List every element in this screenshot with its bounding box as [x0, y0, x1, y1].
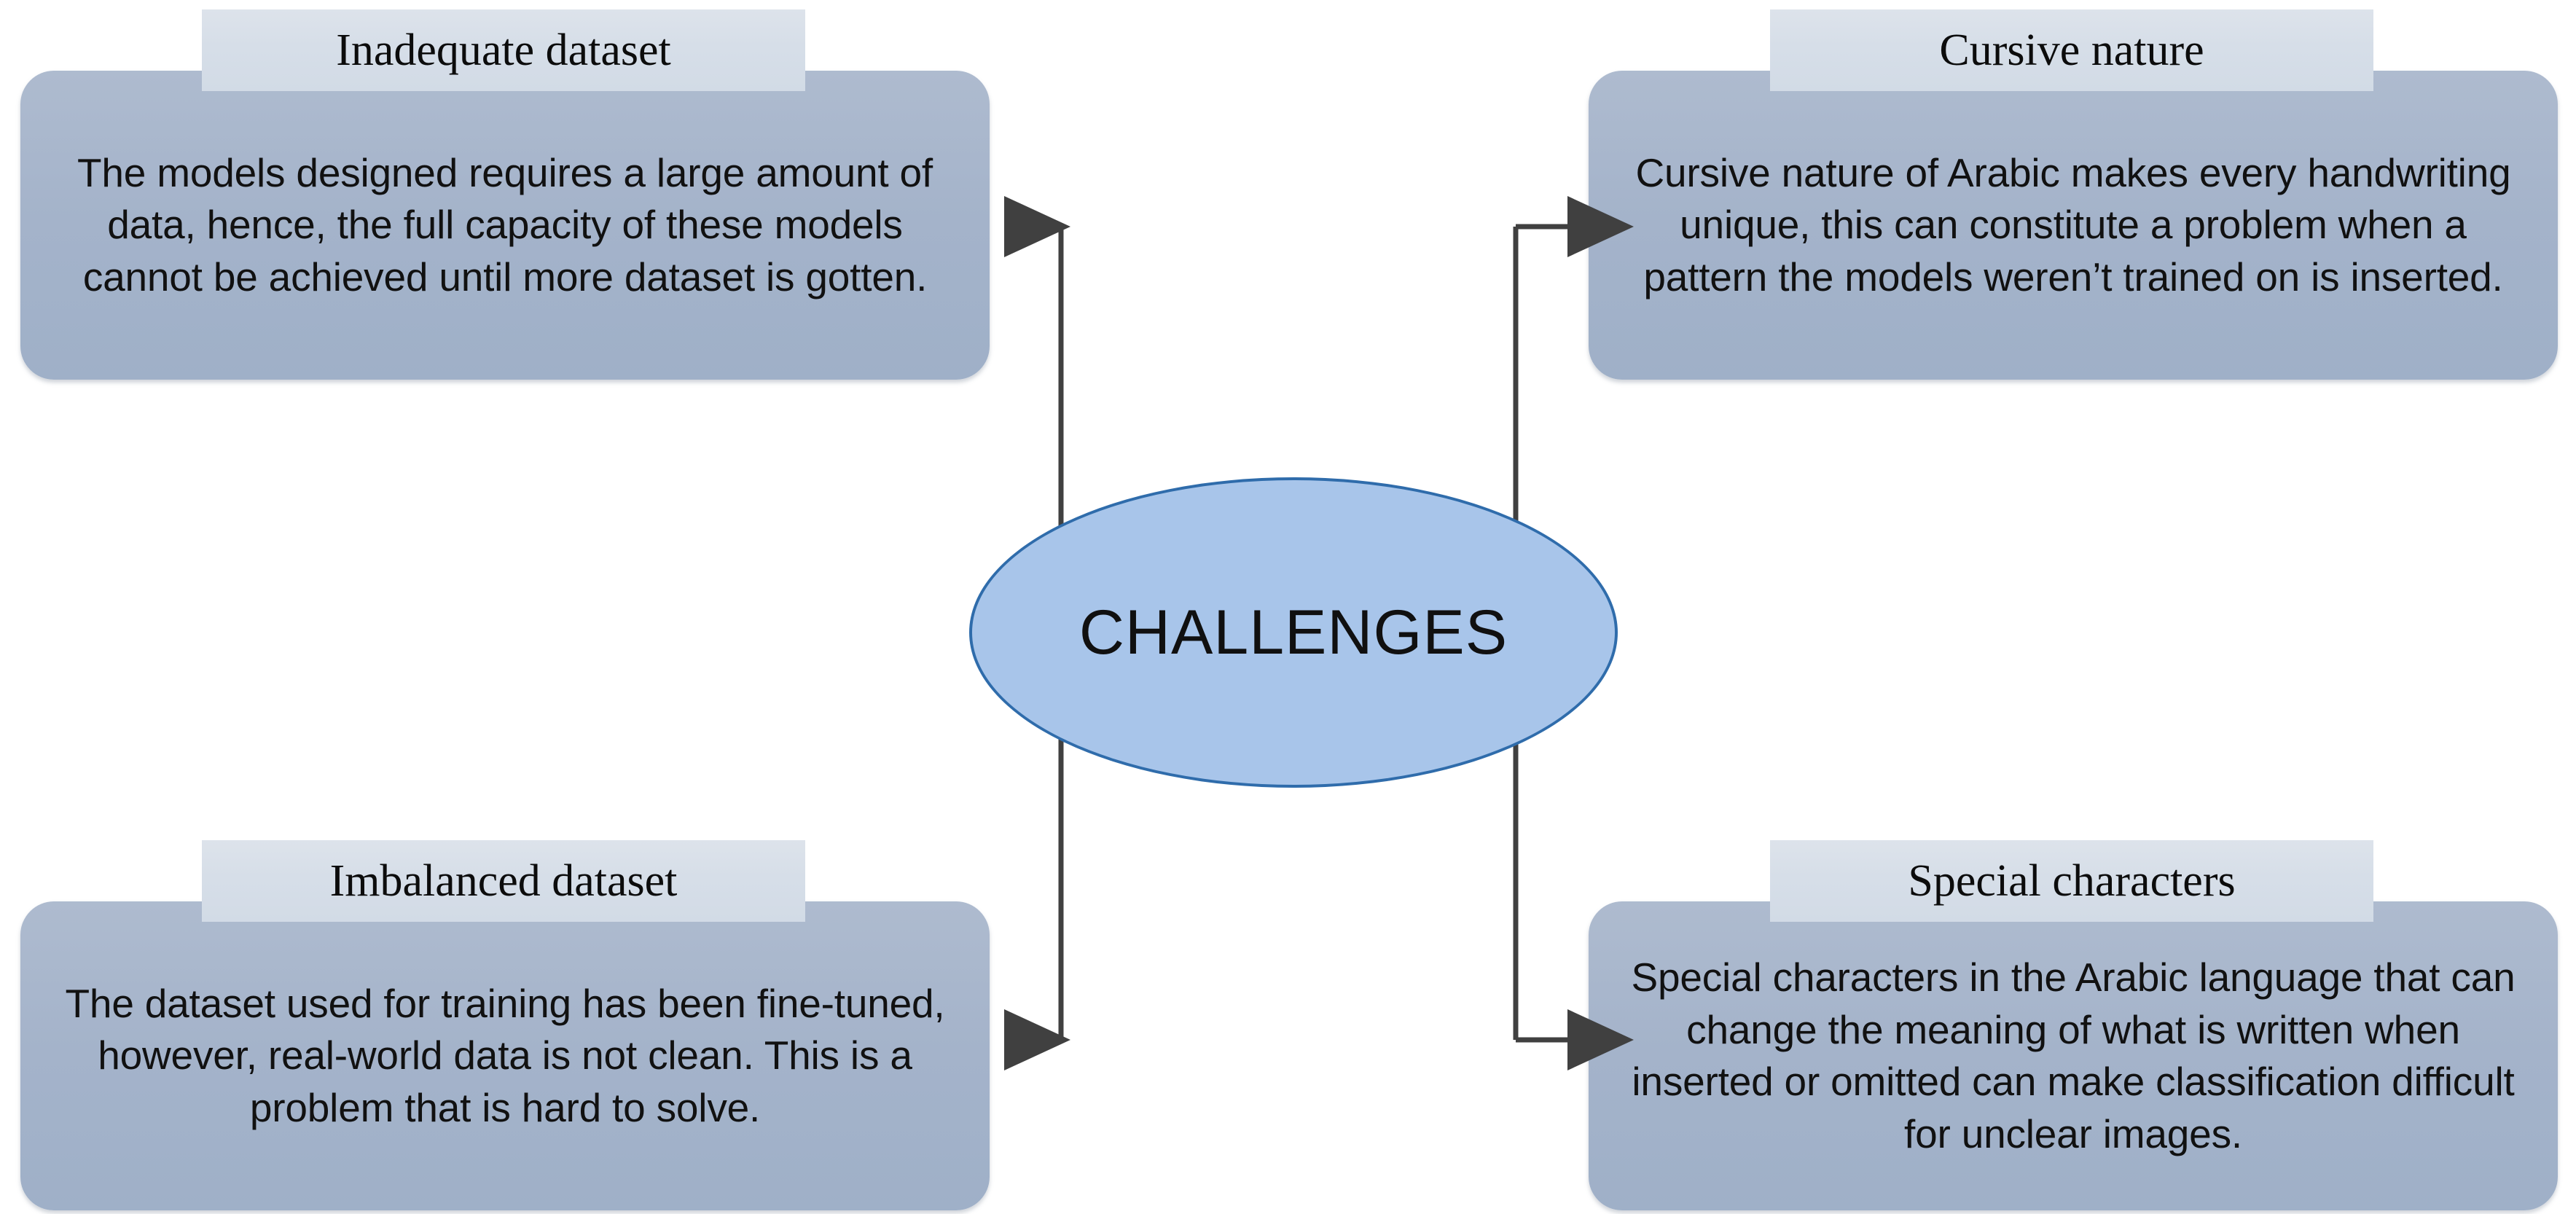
card-title-inadequate-dataset: Inadequate dataset [336, 26, 671, 75]
card-cursive-nature[interactable]: Cursive nature of Arabic makes every han… [1589, 9, 2558, 380]
center-node-label: CHALLENGES [1078, 597, 1508, 667]
card-description-cursive-nature: Cursive nature of Arabic makes every han… [1635, 149, 2511, 299]
card-body-cursive-nature: Cursive nature of Arabic makes every han… [1589, 71, 2558, 380]
card-title-banner-cursive-nature: Cursive nature [1770, 9, 2373, 91]
card-special-characters[interactable]: Special characters in the Arabic languag… [1589, 840, 2558, 1210]
card-imbalanced-dataset[interactable]: The dataset used for training has been f… [20, 840, 990, 1210]
card-inadequate-dataset[interactable]: The models designed requires a large amo… [20, 9, 990, 380]
card-body-inadequate-dataset: The models designed requires a large amo… [20, 71, 990, 380]
card-title-special-characters: Special characters [1908, 856, 2236, 906]
card-description-special-characters: Special characters in the Arabic languag… [1631, 955, 2516, 1156]
card-title-banner-inadequate-dataset: Inadequate dataset [202, 9, 805, 91]
card-title-banner-imbalanced-dataset: Imbalanced dataset [202, 840, 805, 922]
card-description-imbalanced-dataset: The dataset used for training has been f… [65, 980, 945, 1130]
card-title-cursive-nature: Cursive nature [1939, 26, 2204, 75]
card-title-imbalanced-dataset: Imbalanced dataset [329, 856, 678, 906]
card-description-inadequate-dataset: The models designed requires a large amo… [77, 149, 933, 299]
center-node-challenges[interactable]: CHALLENGES [969, 477, 1618, 788]
card-title-banner-special-characters: Special characters [1770, 840, 2373, 922]
card-body-imbalanced-dataset: The dataset used for training has been f… [20, 901, 990, 1210]
card-body-special-characters: Special characters in the Arabic languag… [1589, 901, 2558, 1210]
